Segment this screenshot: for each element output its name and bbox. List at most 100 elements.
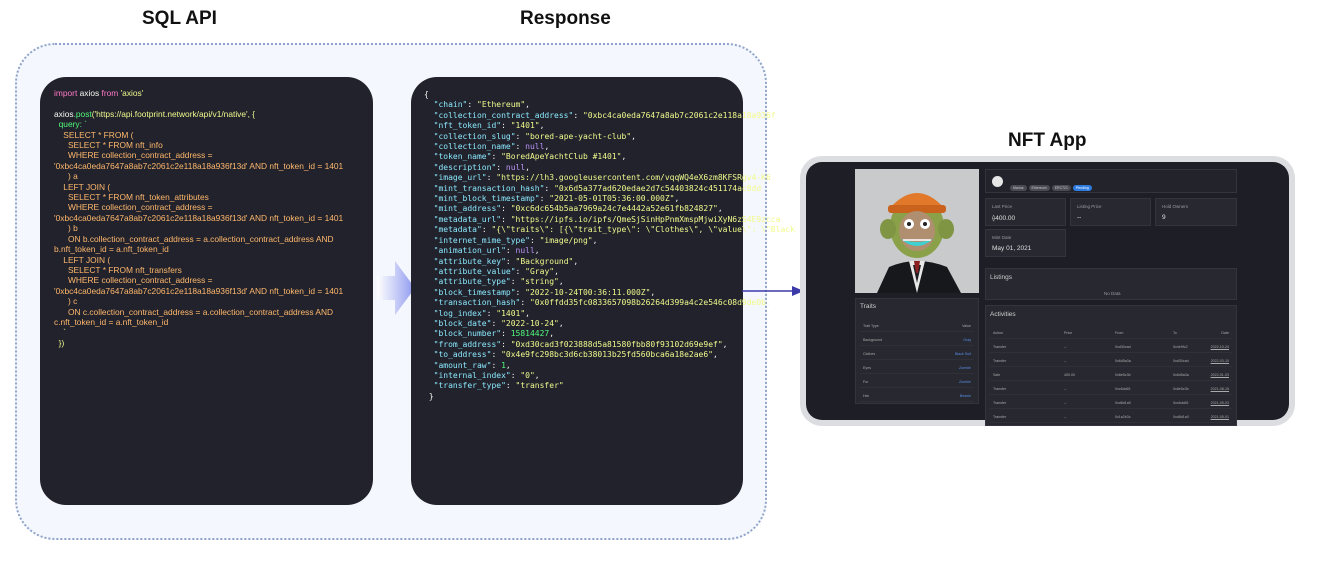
json-comma: , — [573, 256, 579, 266]
json-comma: , — [780, 214, 786, 224]
json-comma: , — [766, 298, 771, 308]
json-value: "bored-ape-yacht-club" — [525, 131, 632, 141]
code-line: ) a — [54, 171, 78, 182]
json-comma: , — [544, 142, 550, 152]
code-line: LEFT JOIN ( — [54, 181, 111, 192]
json-comma: , — [539, 121, 545, 131]
nft-image[interactable] — [855, 169, 979, 293]
json-field: "collection_slug": "bored-ape-yacht-club… — [424, 132, 636, 141]
json-field: "collection_contract_address": "0xbc4ca0… — [424, 110, 781, 120]
json-colon: : — [491, 350, 502, 360]
activity-date[interactable]: 2021-08-15 — [1210, 387, 1229, 391]
json-comma: , — [558, 318, 564, 328]
stat-value: ⟠400.00 — [992, 215, 1016, 222]
activity-action: Transfer — [993, 359, 1007, 363]
code-line: ) b — [54, 223, 78, 234]
json-value: "2021-05-01T05:36:00.000Z" — [549, 194, 675, 204]
activity-date[interactable]: 2022-10-24 — [1210, 345, 1229, 349]
json-value: "Background" — [515, 256, 574, 266]
col-to: To — [1173, 331, 1177, 335]
code-line: WHERE collection_contract_address = — [54, 150, 213, 161]
activity-from: 0xd30cad — [1115, 345, 1131, 349]
trait-value-link[interactable]: Black Suit — [955, 352, 971, 356]
code-token: import — [54, 88, 78, 98]
json-field: "chain": "Ethereum", — [424, 100, 530, 109]
code-line: ) c — [54, 296, 78, 307]
json-value: "https://lh3.googleusercontent.com/vqqWQ… — [496, 173, 771, 183]
json-comma: , — [650, 287, 656, 297]
code-token: from — [101, 88, 119, 98]
json-colon: : — [505, 256, 516, 266]
json-colon: : — [515, 131, 526, 141]
stat-value: May 01, 2021 — [992, 245, 1032, 252]
json-colon: : — [501, 204, 511, 214]
json-key: "token_name" — [433, 152, 492, 162]
json-comma: , — [525, 100, 530, 110]
json-colon: : — [491, 360, 502, 370]
activities-title: Activities — [990, 311, 1016, 318]
json-field: "collection_name": null, — [424, 142, 550, 152]
trait-value-link[interactable]: Gray — [963, 338, 971, 342]
json-key: "collection_contract_address" — [433, 110, 574, 120]
json-value: "Ethereum" — [477, 100, 526, 110]
json-comma: , — [549, 329, 555, 339]
json-field: "block_date": "2022-10-24", — [424, 319, 564, 328]
json-key: "to_address" — [433, 350, 492, 360]
json-field: "metadata_url": "https://ipfs.io/ipfs/Qm… — [424, 214, 786, 224]
json-key: "block_timestamp" — [433, 287, 516, 297]
activity-date[interactable]: 2022-01-03 — [1210, 373, 1229, 377]
json-key: "metadata" — [433, 225, 482, 235]
json-value: "1401" — [510, 121, 540, 131]
json-field: "amount_raw": 1, — [424, 361, 511, 370]
col-date: Date — [1221, 331, 1229, 335]
json-value: "0xbc4ca0eda7647a8ab7c2061c2e118a18a936f — [582, 110, 776, 120]
json-field: "to_address": "0x4e9fc298bc3d6cb38013b25… — [424, 350, 718, 359]
activity-date[interactable]: 2022-03-10 — [1210, 359, 1229, 363]
json-field: "attribute_value": "Gray", — [424, 267, 559, 276]
stat-value: 9 — [1162, 214, 1166, 221]
trait-value-link[interactable]: Zombie — [959, 366, 971, 370]
code-token: axios — [54, 108, 74, 119]
json-comma: , — [525, 162, 530, 172]
json-value: "transfer" — [515, 381, 564, 391]
stat-last-price: Last Price ⟠400.00 — [985, 198, 1066, 226]
json-key: "block_number" — [433, 329, 502, 339]
json-field: "mint_address": "0xc6dc654b5aa7969a24c7e… — [424, 204, 723, 213]
json-comma: , — [505, 360, 511, 370]
json-colon: : — [501, 339, 511, 349]
ape-portrait-icon — [855, 169, 979, 293]
trait-value-link[interactable]: Beanie — [959, 394, 971, 398]
json-colon: : — [529, 235, 540, 245]
col-action: Action — [993, 331, 1003, 335]
trait-value-link[interactable]: Zombie — [959, 380, 971, 384]
activity-date[interactable]: 2021-05-03 — [1210, 401, 1229, 405]
nft-tag: ERC721 — [1051, 184, 1071, 191]
json-colon: : — [486, 173, 497, 183]
activity-action: Transfer — [993, 415, 1007, 419]
listings-empty: No Data — [1104, 291, 1121, 296]
trait-type: Eyes — [863, 366, 871, 370]
traits-header-type: Trait Type — [863, 324, 879, 328]
code-token: ('https://api.footprint.network/api/v1/n… — [91, 108, 256, 119]
json-value: "0x4e9fc298bc3d6cb38013b25fd560bca6a18e2… — [501, 350, 713, 360]
json-key: "chain" — [433, 100, 468, 110]
json-key: "internet_mime_type" — [433, 235, 530, 245]
code-line: WHERE collection_contract_address = — [54, 275, 213, 286]
activity-price: -- — [1064, 387, 1067, 391]
stat-value: -- — [1077, 214, 1082, 221]
code-line: }) — [54, 337, 65, 348]
trait-type: Fur — [863, 380, 869, 384]
json-value: "image/png" — [539, 235, 593, 245]
json-field: "nft_token_id": "1401", — [424, 121, 545, 131]
json-value: null — [515, 246, 535, 256]
code-line: ON c.collection_contract_address = a.col… — [54, 306, 334, 317]
activities-card: Activities Action Price From To Date Tra… — [985, 305, 1237, 426]
json-colon: : — [510, 277, 521, 287]
json-colon: : — [491, 318, 502, 328]
activity-date[interactable]: 2021-05-01 — [1210, 415, 1229, 419]
activity-action: Sale — [993, 373, 1001, 377]
json-value: "BoredApeYachtClub #1401" — [501, 152, 622, 162]
